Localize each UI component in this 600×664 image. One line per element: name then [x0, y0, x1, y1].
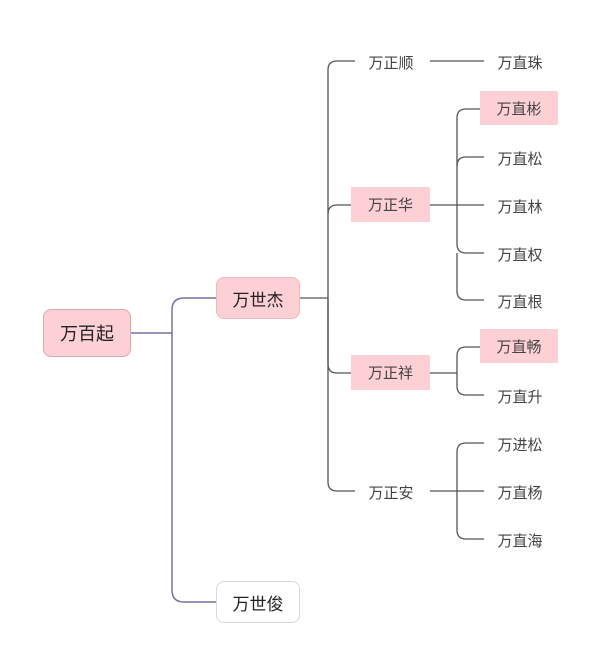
node-zhengshun-label: 万正顺 [368, 53, 414, 72]
node-zhilin[interactable]: 万直林 [484, 193, 556, 219]
node-zhibin-label: 万直彬 [496, 99, 542, 118]
connector-to-zhihai [456, 491, 484, 540]
connector-to-zhiquan [456, 205, 484, 254]
node-zhiquan-label: 万直权 [497, 245, 543, 264]
node-zhisong-label: 万直松 [497, 149, 543, 168]
connector-to-zhisong [456, 156, 484, 167]
node-zhiyang[interactable]: 万直杨 [484, 479, 556, 505]
connector-to-zhibin [456, 108, 480, 205]
connector-to-jinsong [456, 442, 484, 491]
connector-to-zhengan [327, 298, 355, 492]
node-zhengan-label: 万正安 [368, 483, 414, 502]
connector-to-zhichang [456, 346, 480, 373]
root-node[interactable]: 万百起 [43, 309, 131, 357]
node-zhenghua[interactable]: 万正华 [351, 187, 430, 222]
node-zhigen-label: 万直根 [497, 292, 543, 311]
node-zhenghua-label: 万正华 [367, 196, 413, 214]
connector-to-zhenghua [327, 204, 351, 215]
node-zhengshun[interactable]: 万正顺 [355, 49, 427, 75]
node-zhibin[interactable]: 万直彬 [480, 91, 558, 125]
node-zhigen[interactable]: 万直根 [484, 288, 556, 314]
root-node-label: 万百起 [60, 324, 114, 345]
node-zhengxiang[interactable]: 万正祥 [351, 355, 430, 390]
node-zhisong[interactable]: 万直松 [484, 145, 556, 171]
node-zhihai[interactable]: 万直海 [484, 527, 556, 553]
node-zhisheng[interactable]: 万直升 [484, 383, 556, 409]
node-jinsong[interactable]: 万进松 [484, 431, 556, 457]
node-shijun-label: 万世俊 [232, 594, 284, 615]
node-zhichang-label: 万直畅 [496, 337, 542, 356]
node-zhichang[interactable]: 万直畅 [480, 329, 558, 363]
node-zhihai-label: 万直海 [497, 531, 543, 550]
connector-to-zhengxiang [327, 298, 351, 374]
connector-to-zhengshun [327, 60, 355, 298]
connector-to-zhigen [456, 253, 484, 301]
node-zhilin-label: 万直林 [497, 197, 543, 216]
connector-root-to-shijie [131, 297, 216, 334]
node-zhizhu-label: 万直珠 [497, 53, 543, 72]
node-zhengxiang-label: 万正祥 [367, 364, 413, 382]
connector-to-zhisheng [456, 373, 484, 396]
node-zhiyang-label: 万直杨 [497, 483, 543, 502]
node-shijie-label: 万世杰 [232, 290, 284, 311]
node-zhisheng-label: 万直升 [497, 387, 543, 406]
node-shijie[interactable]: 万世杰 [216, 277, 300, 319]
node-shijun[interactable]: 万世俊 [216, 581, 300, 623]
node-zhiquan[interactable]: 万直权 [484, 241, 556, 267]
node-jinsong-label: 万进松 [497, 435, 543, 454]
node-zhengan[interactable]: 万正安 [355, 479, 427, 505]
node-zhizhu[interactable]: 万直珠 [484, 49, 556, 75]
connector-root-to-shijun [171, 333, 216, 603]
